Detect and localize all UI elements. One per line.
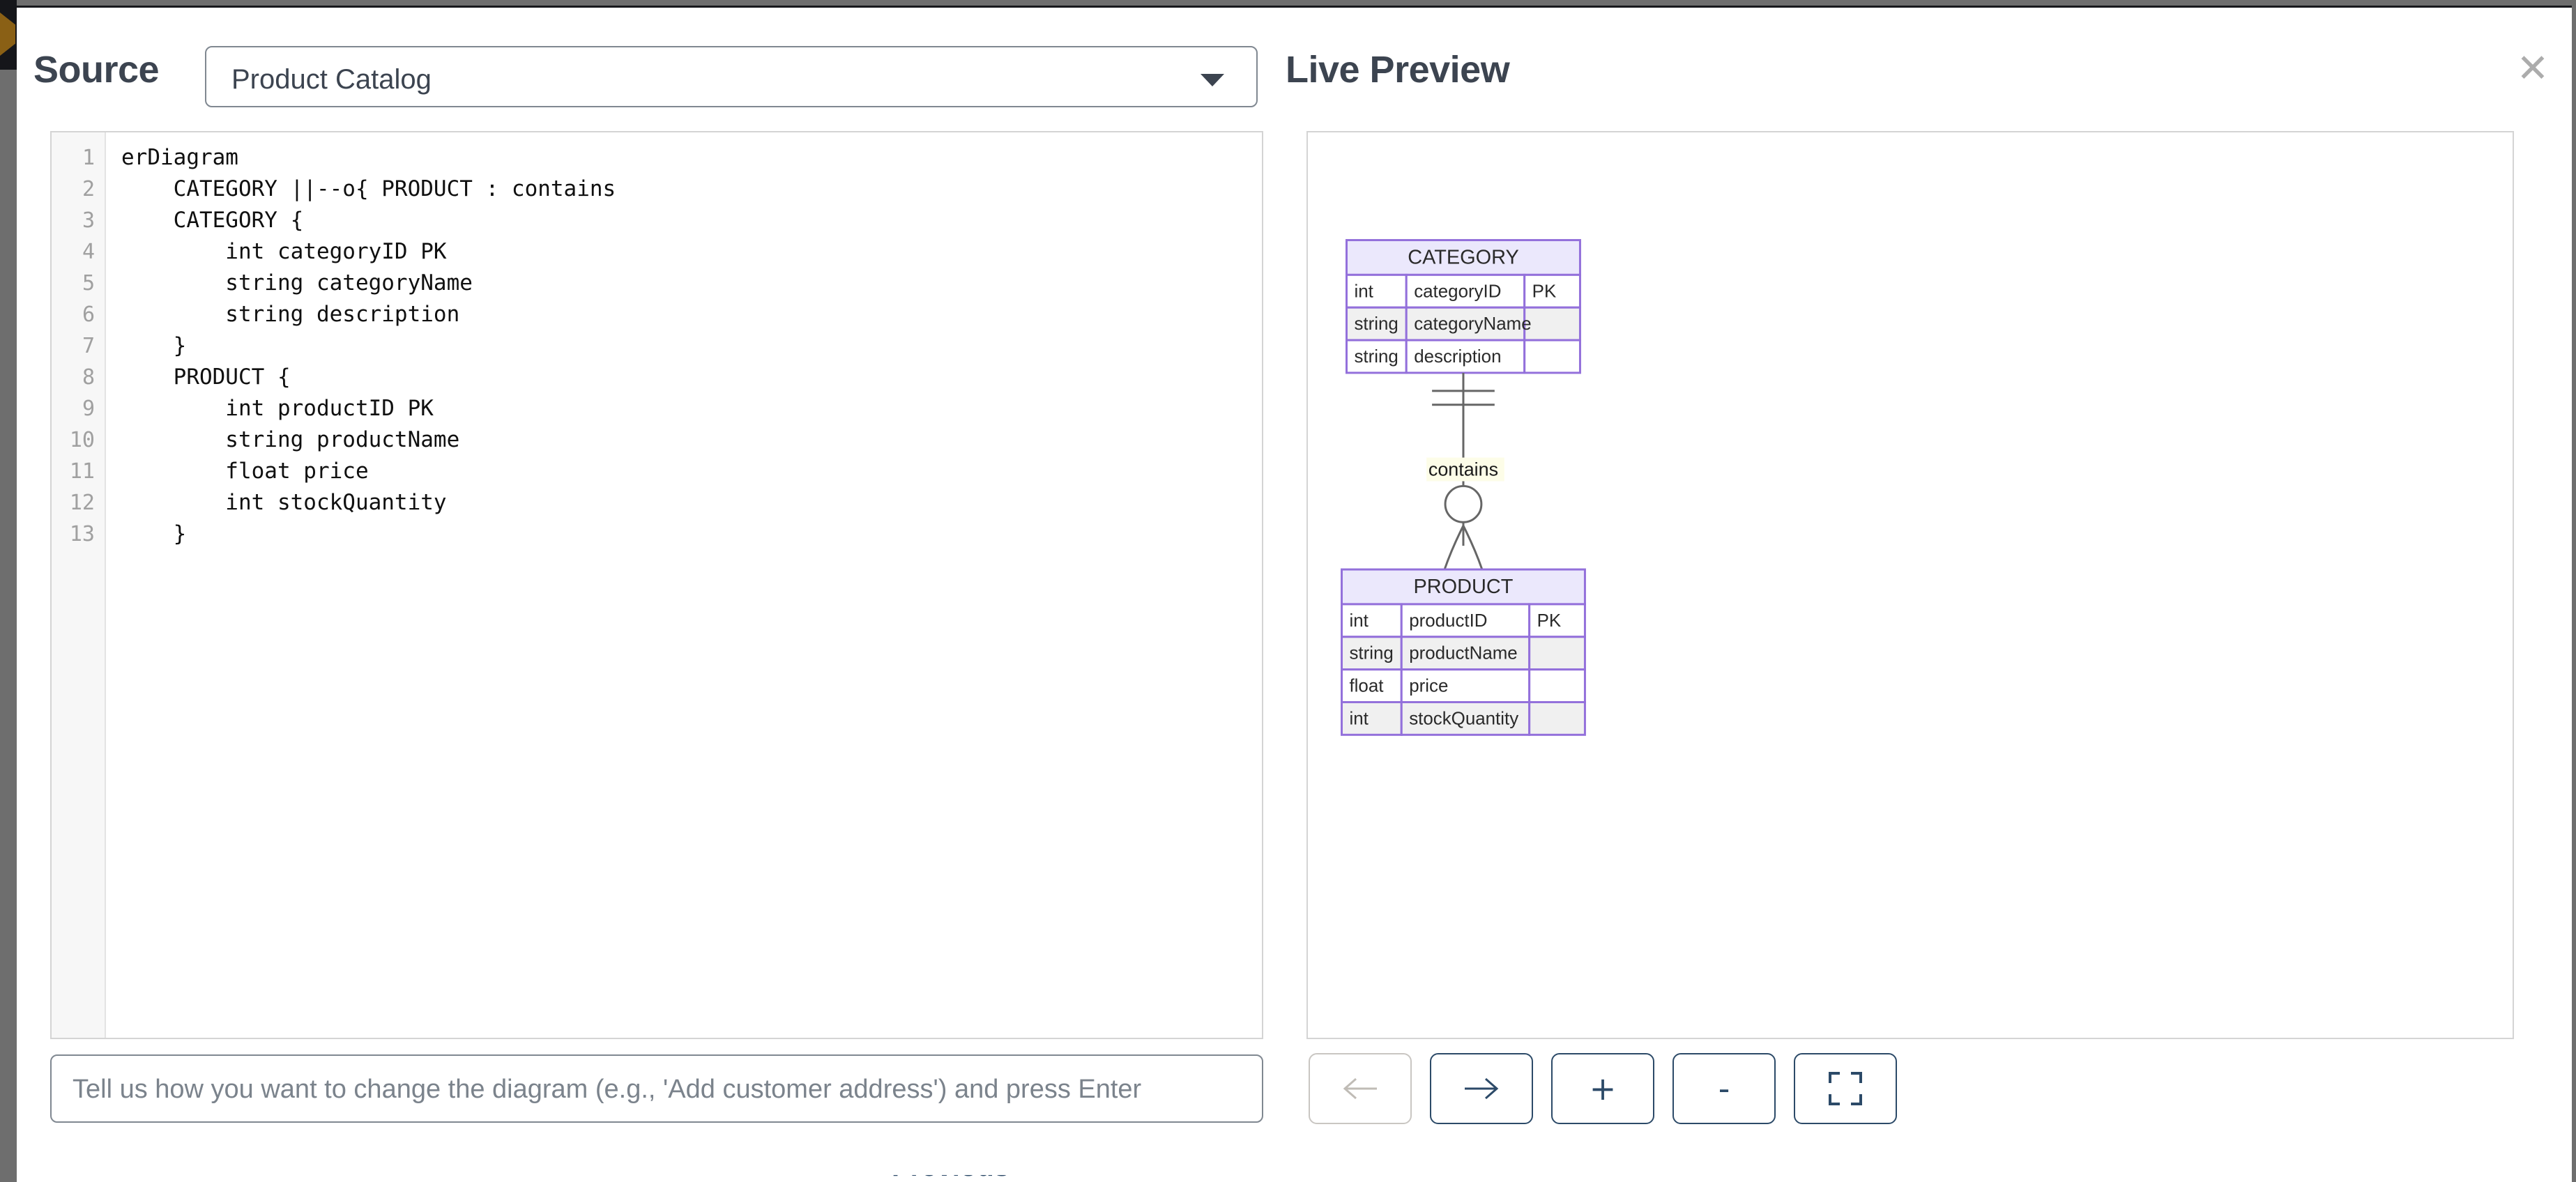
attr-type: string (1354, 347, 1398, 367)
zoom-out-button[interactable]: - (1672, 1053, 1776, 1124)
code-line: PRODUCT { (121, 364, 291, 390)
relationship-contains (1432, 372, 1495, 570)
line-number: 10 (69, 428, 95, 452)
crows-foot-prong (1443, 525, 1465, 570)
crows-foot-prong (1462, 525, 1484, 570)
cardinality-zero-circle (1444, 484, 1483, 523)
line-number: 2 (82, 177, 95, 201)
code-line: CATEGORY ||--o{ PRODUCT : contains (121, 176, 616, 201)
modal-header: Source Product Catalog Live Preview ✕ (17, 8, 2572, 119)
arrow-right-icon (1465, 1077, 1499, 1100)
fit-screen-button[interactable] (1794, 1053, 1897, 1124)
code-line: string categoryName (121, 270, 473, 296)
page-footer-cutoff: Previous (17, 1175, 2572, 1182)
attr-type: float (1349, 677, 1384, 696)
source-select-value: Product Catalog (231, 64, 432, 95)
chevron-down-icon (1201, 74, 1224, 86)
line-number: 7 (82, 334, 95, 358)
source-code-editor[interactable]: 1 2 3 4 5 6 7 8 9 10 11 12 13 erDiagram … (50, 131, 1263, 1039)
fit-screen-icon (1829, 1072, 1862, 1105)
entity-category: CATEGORY int categoryID PK string catego… (1345, 239, 1581, 374)
code-line: CATEGORY { (121, 208, 304, 233)
line-number: 6 (82, 302, 95, 327)
forward-button[interactable] (1430, 1053, 1533, 1124)
line-number: 11 (69, 459, 95, 484)
attr-name: categoryID (1414, 282, 1501, 301)
attr-name: productName (1409, 644, 1518, 663)
background-page-sliver (0, 0, 17, 70)
relationship-label: contains (1428, 459, 1498, 479)
preview-heading: Live Preview (1286, 49, 1510, 91)
preview-toolbar: + - (1309, 1053, 1897, 1124)
line-number: 9 (82, 397, 95, 421)
relationship-label-bg (1426, 457, 1504, 482)
line-number: 1 (82, 146, 95, 170)
line-number: 8 (82, 365, 95, 390)
attr-name: categoryName (1414, 314, 1531, 334)
entity-product-title: PRODUCT (1414, 576, 1514, 598)
footer-text: Previous (892, 1175, 1009, 1182)
arrow-left-icon (1343, 1077, 1377, 1100)
er-diagram: CATEGORY int categoryID PK string catego… (1341, 239, 1586, 736)
attr-key: PK (1537, 611, 1562, 631)
code-line: int stockQuantity (121, 490, 447, 515)
diagram-editor-modal: Source Product Catalog Live Preview ✕ 1 … (17, 6, 2572, 1182)
entity-product: PRODUCT int productID PK string productN… (1341, 568, 1586, 736)
plus-icon: + (1589, 1070, 1617, 1107)
close-icon[interactable]: ✕ (2516, 46, 2550, 91)
zoom-in-button[interactable]: + (1551, 1053, 1654, 1124)
live-preview-panel[interactable]: CATEGORY int categoryID PK string catego… (1306, 131, 2514, 1039)
code-line: string productName (121, 427, 460, 452)
code-line: string description (121, 302, 460, 327)
attr-type: int (1349, 611, 1369, 631)
entity-category-title: CATEGORY (1408, 246, 1519, 268)
editor-code-area[interactable]: erDiagram CATEGORY ||--o{ PRODUCT : cont… (106, 132, 1262, 1038)
code-line: int productID PK (121, 396, 434, 421)
attr-type: string (1349, 644, 1393, 663)
attr-type: string (1354, 314, 1398, 334)
back-button[interactable] (1309, 1053, 1412, 1124)
attr-name: stockQuantity (1409, 709, 1518, 728)
line-number: 13 (69, 522, 95, 546)
source-heading: Source (33, 49, 160, 91)
editor-line-number-gutter: 1 2 3 4 5 6 7 8 9 10 11 12 13 (52, 132, 106, 1038)
attr-name: price (1409, 677, 1448, 696)
diagram-prompt-input[interactable]: Tell us how you want to change the diagr… (50, 1054, 1263, 1123)
code-line: } (121, 333, 187, 358)
attr-type: int (1349, 709, 1369, 728)
line-number: 4 (82, 240, 95, 264)
line-number: 3 (82, 208, 95, 233)
code-line: int categoryID PK (121, 239, 447, 264)
line-number: 5 (82, 271, 95, 296)
attr-type: int (1354, 282, 1373, 301)
line-number: 12 (69, 491, 95, 515)
code-line: } (121, 521, 187, 546)
source-select[interactable]: Product Catalog (205, 46, 1258, 107)
code-line: float price (121, 459, 369, 484)
minus-icon: - (1718, 1070, 1730, 1107)
attr-name: description (1414, 347, 1501, 367)
attr-name: productID (1409, 611, 1487, 631)
code-line: erDiagram (121, 145, 238, 170)
prompt-placeholder: Tell us how you want to change the diagr… (73, 1075, 1142, 1104)
attr-key: PK (1532, 282, 1557, 301)
